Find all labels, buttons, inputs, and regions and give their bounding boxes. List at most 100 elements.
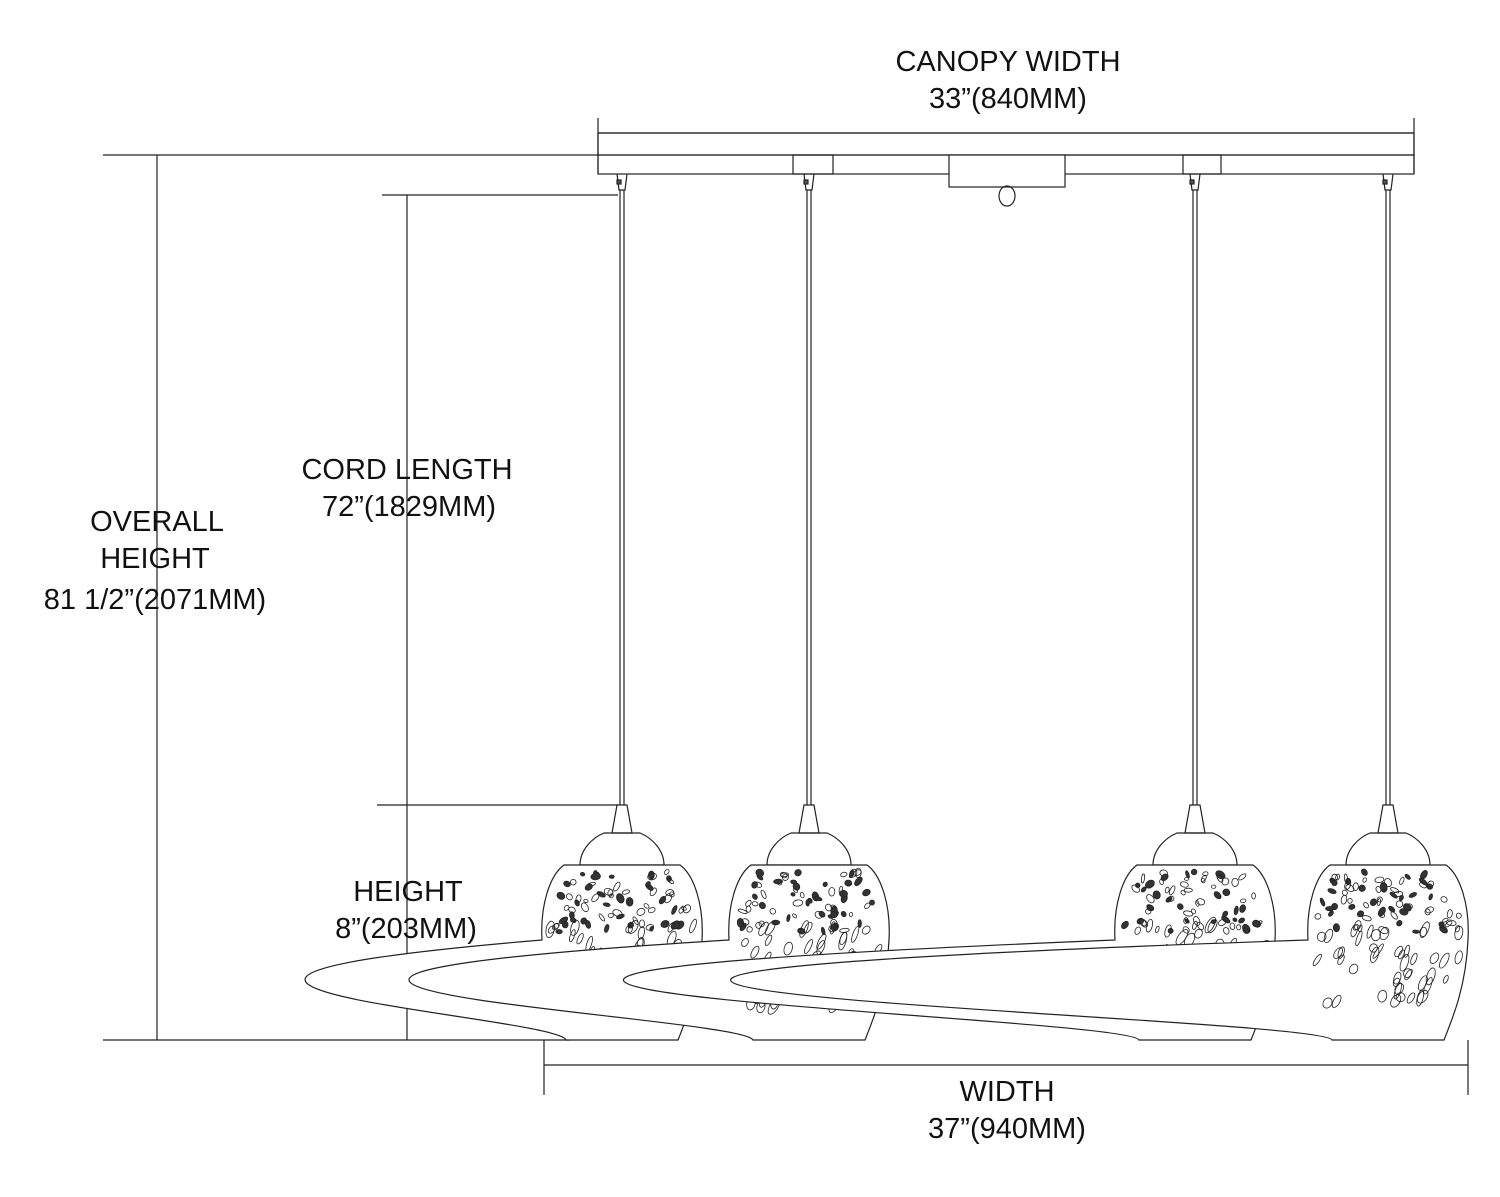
swirl-mark — [1196, 898, 1206, 906]
swirl-mark — [607, 912, 614, 919]
swirl-mark — [799, 891, 805, 899]
swirl-mark — [555, 929, 563, 935]
swirl-mark — [1184, 876, 1190, 881]
swirl-mark — [645, 881, 651, 888]
swirl-mark — [639, 919, 645, 929]
droplet-mark — [1417, 975, 1428, 991]
pendants — [304, 173, 1469, 1041]
width-label: WIDTH — [959, 1076, 1055, 1108]
droplet-mark — [1207, 919, 1218, 934]
swirl-mark — [1140, 886, 1147, 893]
swirl-mark — [1389, 891, 1398, 899]
swirl-mark — [736, 918, 745, 928]
swirl-mark — [1222, 910, 1229, 918]
swirl-mark — [752, 893, 758, 900]
swirl-mark — [556, 891, 566, 900]
swirl-mark — [625, 897, 634, 907]
swirl-mark — [1335, 873, 1340, 881]
swirl-mark — [1454, 925, 1461, 933]
swirl-mark — [861, 925, 871, 935]
swirl-mark — [1425, 906, 1434, 914]
swirl-mark — [825, 903, 833, 912]
canopy-width-label: CANOPY WIDTH — [895, 46, 1121, 78]
swirl-mark — [647, 872, 657, 881]
swirl-mark — [1399, 876, 1405, 885]
droplet-mark — [1316, 931, 1327, 942]
swirl-mark — [790, 892, 796, 897]
swirl-mark — [566, 893, 573, 901]
droplet-mark — [1194, 928, 1203, 939]
swirl-mark — [1190, 868, 1198, 876]
swirl-mark — [658, 895, 667, 905]
swirl-mark — [665, 889, 675, 897]
swirl-mark — [1419, 882, 1427, 889]
droplet-mark — [1348, 963, 1359, 975]
swirl-mark — [1388, 905, 1396, 913]
swirl-mark — [1358, 884, 1366, 892]
swirl-mark — [773, 878, 783, 885]
swirl-mark — [663, 869, 670, 875]
swirl-mark — [805, 899, 810, 907]
pendant-4 — [730, 173, 1469, 1041]
height-label: HEIGHT — [353, 876, 463, 908]
swirl-mark — [1179, 881, 1189, 888]
swirl-mark — [792, 913, 798, 919]
swirl-mark — [647, 907, 656, 914]
swirl-mark — [575, 894, 582, 904]
droplet-mark — [1353, 920, 1362, 931]
swirl-mark — [1404, 873, 1411, 880]
swirl-mark — [1135, 882, 1141, 888]
swirl-mark — [1216, 873, 1224, 883]
swirl-mark — [1232, 917, 1238, 923]
swirl-mark — [1379, 882, 1388, 893]
swirl-mark — [1183, 910, 1194, 917]
swirl-mark — [643, 903, 650, 909]
droplet-mark — [1403, 968, 1412, 978]
swirl-mark — [570, 917, 577, 923]
droplet-mark — [1423, 977, 1433, 995]
shade-texture — [1312, 868, 1464, 1009]
droplet-mark — [1429, 952, 1440, 964]
swirl-mark — [1183, 887, 1193, 893]
swirl-mark — [869, 899, 875, 906]
swirl-mark — [1376, 896, 1383, 903]
swirl-mark — [583, 898, 589, 903]
swirl-mark — [1445, 919, 1457, 926]
swirl-mark — [671, 905, 678, 915]
swirl-mark — [682, 904, 692, 914]
swirl-mark — [563, 880, 571, 888]
swirl-mark — [1238, 917, 1245, 924]
swirl-mark — [864, 902, 871, 909]
swirl-mark — [1438, 921, 1445, 928]
droplet-mark — [816, 933, 827, 950]
swirl-mark — [608, 893, 614, 899]
swirl-mark — [1164, 886, 1170, 894]
swirl-mark — [1403, 903, 1412, 912]
glass-shade — [730, 864, 1469, 1041]
swirl-mark — [1218, 918, 1227, 927]
droplet-mark — [741, 938, 749, 947]
swirl-mark — [839, 889, 848, 898]
swirl-mark — [769, 908, 777, 915]
droplet-mark — [1394, 945, 1403, 958]
swirl-mark — [1152, 890, 1161, 900]
droplet-mark — [803, 921, 813, 934]
swirl-mark — [1319, 897, 1326, 907]
droplet-mark — [576, 933, 584, 945]
droplet-mark — [764, 934, 773, 946]
cap-dome — [766, 832, 852, 866]
swirl-mark — [625, 925, 633, 934]
swirl-mark — [604, 924, 610, 933]
swirl-mark — [563, 905, 570, 911]
droplet-mark — [1323, 928, 1334, 943]
swirl-mark — [779, 871, 788, 879]
droplet-mark — [1355, 930, 1363, 947]
cap-neck — [1184, 804, 1206, 834]
swirl-mark — [1361, 915, 1372, 922]
swirl-mark — [794, 869, 802, 877]
droplet-mark — [1410, 952, 1418, 965]
swirl-mark — [1424, 908, 1431, 916]
droplet-mark — [1419, 926, 1428, 937]
swirl-mark — [737, 908, 748, 914]
